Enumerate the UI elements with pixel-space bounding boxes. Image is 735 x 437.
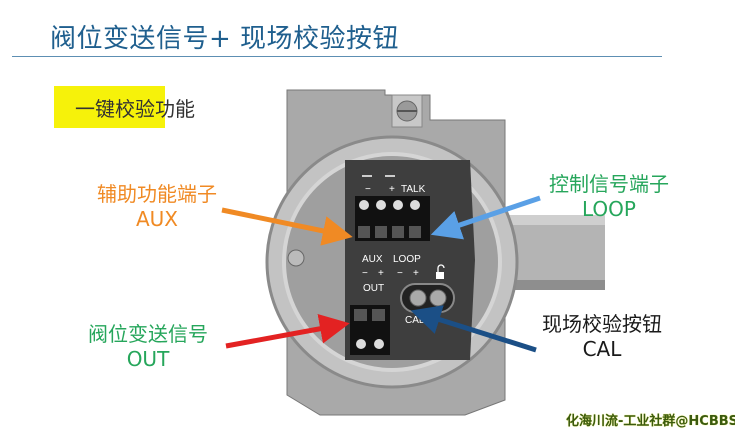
loop-callout: 控制信号端子 LOOP bbox=[549, 168, 669, 221]
loop-callout-cn: 控制信号端子 bbox=[549, 172, 669, 196]
loop-arrow bbox=[430, 195, 541, 240]
out-callout-en: OUT bbox=[126, 347, 170, 371]
aux-callout: 辅助功能端子 AUX bbox=[97, 178, 217, 231]
loop-minus-label: − bbox=[397, 268, 403, 279]
talk-plus-label: + bbox=[389, 184, 395, 195]
cal-callout-en: CAL bbox=[582, 337, 622, 361]
bullet-text: 一键校验功能 bbox=[75, 96, 195, 121]
talk-minus-label: − bbox=[365, 184, 371, 195]
watermark: 化海川流-工业社群@HCBBS bbox=[566, 414, 735, 429]
cal-callout: 现场校验按钮 CAL bbox=[542, 308, 662, 361]
aux-label: AUX bbox=[362, 254, 383, 265]
talk-loop-terminal-block[interactable] bbox=[355, 196, 430, 241]
cal-arrow bbox=[410, 305, 537, 353]
aux-plus-label: + bbox=[378, 268, 384, 279]
title-divider bbox=[12, 56, 662, 57]
highlight-bullet: 一键校验功能 bbox=[54, 86, 195, 128]
loop-label: LOOP bbox=[393, 254, 421, 265]
out-terminal-block[interactable] bbox=[350, 305, 390, 355]
aux-callout-cn: 辅助功能端子 bbox=[97, 182, 217, 206]
loop-callout-en: LOOP bbox=[582, 197, 636, 221]
out-arrow bbox=[225, 313, 350, 349]
cal-button[interactable] bbox=[400, 283, 455, 313]
out-callout: 阀位变送信号 OUT bbox=[88, 318, 208, 371]
aux-minus-label: − bbox=[362, 268, 368, 279]
out-label: OUT bbox=[363, 283, 384, 294]
ground-screw-icon bbox=[287, 249, 305, 267]
out-callout-cn: 阀位变送信号 bbox=[88, 322, 208, 346]
aux-arrow bbox=[221, 207, 353, 246]
cal-callout-cn: 现场校验按钮 bbox=[542, 312, 662, 336]
slide-title: 阀位变送信号+ 现场校验按钮 bbox=[50, 24, 400, 54]
cal-label: CAL bbox=[405, 315, 425, 326]
unlock-icon bbox=[436, 264, 445, 279]
talk-label: TALK bbox=[401, 184, 426, 195]
loop-plus-label: + bbox=[413, 268, 419, 279]
aux-callout-en: AUX bbox=[135, 207, 179, 231]
